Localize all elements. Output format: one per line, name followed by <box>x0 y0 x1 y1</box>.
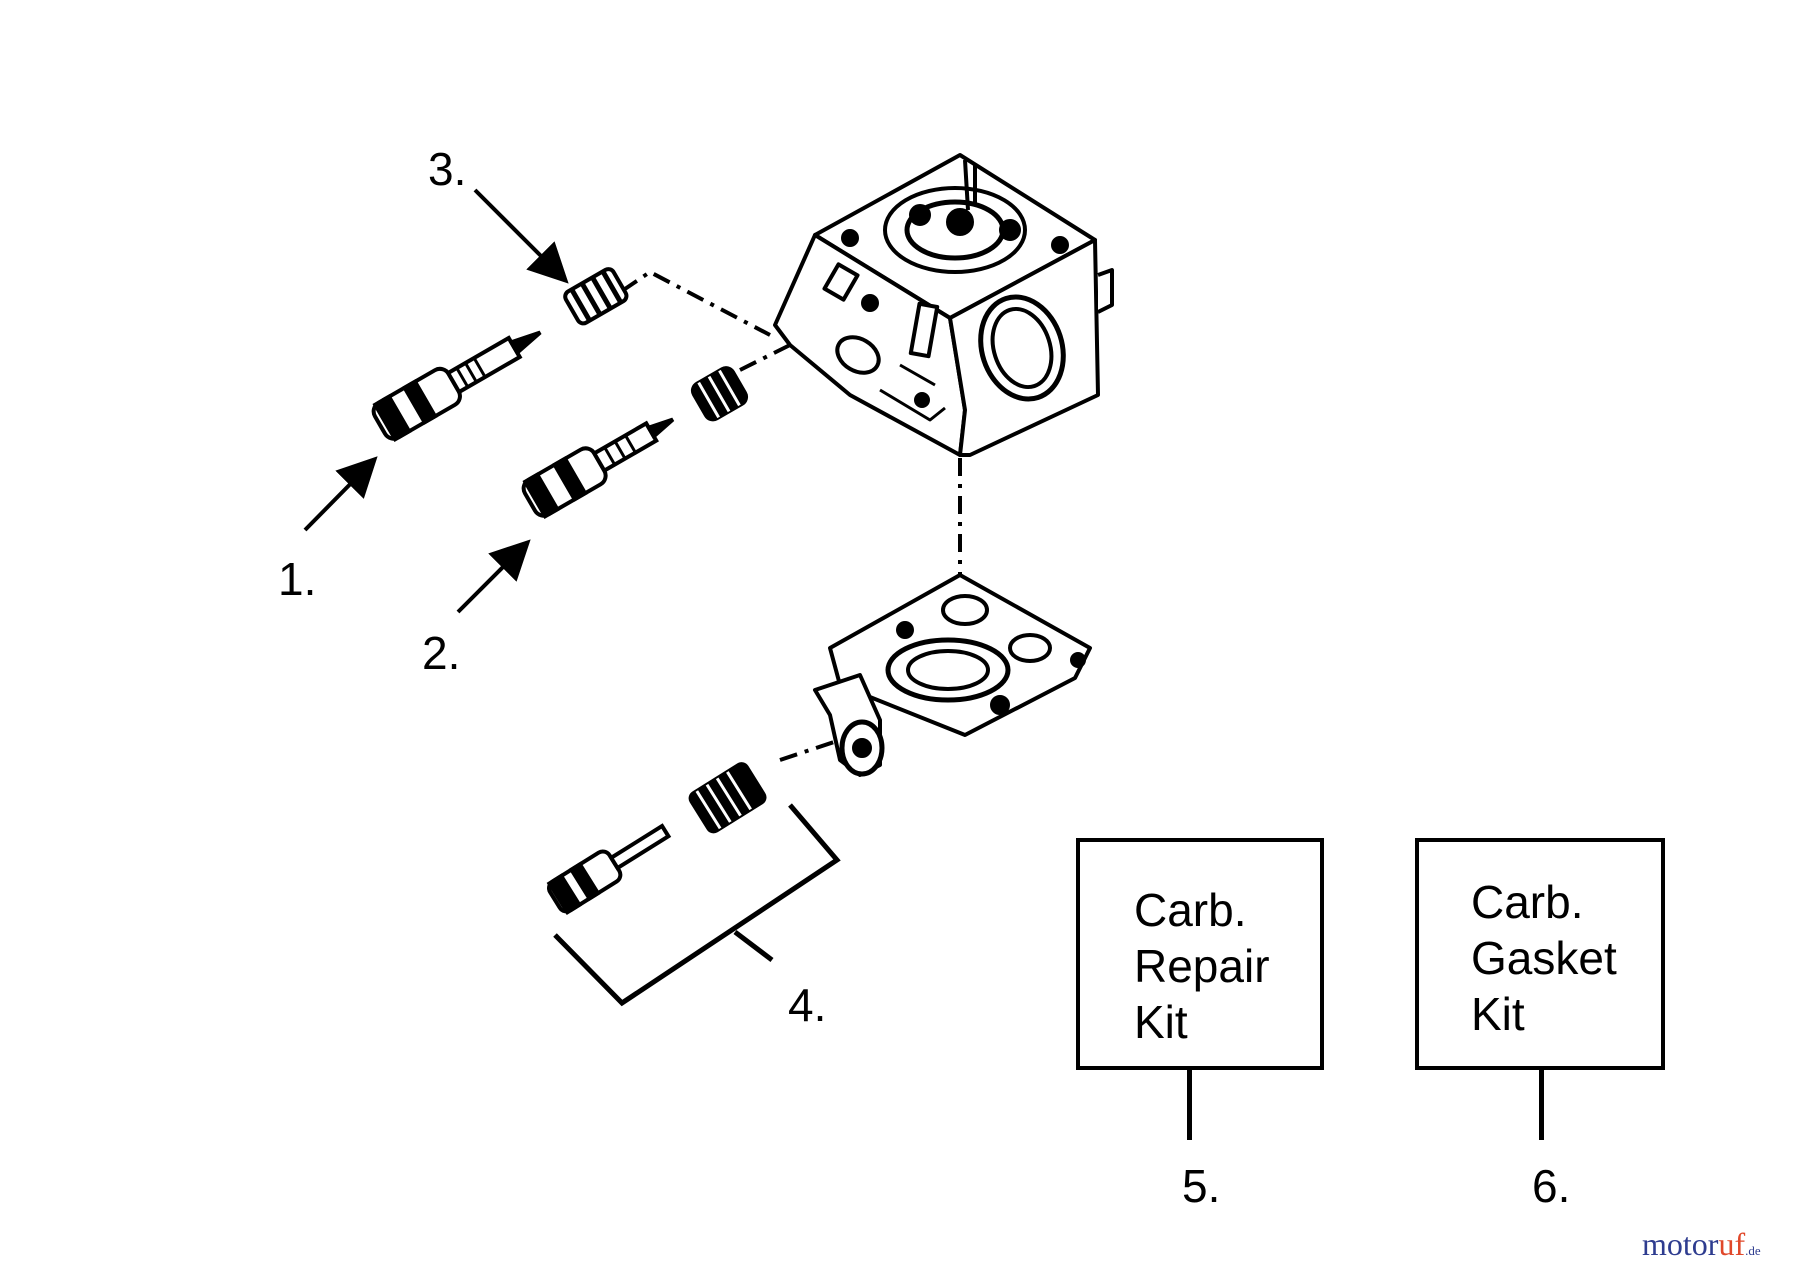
arrow-3 <box>473 188 569 284</box>
callout-1: 1. <box>278 553 317 605</box>
callout-6: 6. <box>1532 1160 1571 1212</box>
arrow-2 <box>456 539 531 614</box>
repair-kit-line-1: Carb. <box>1134 884 1247 936</box>
repair-kit-line-3: Kit <box>1134 996 1188 1048</box>
callout-4: 4. <box>788 979 827 1031</box>
needle-spring-upper <box>563 267 629 326</box>
arrow-1 <box>303 456 378 532</box>
assembly-center-lines <box>620 269 962 762</box>
repair-kit-line-2: Repair <box>1134 940 1270 992</box>
carb-repair-kit-box: Carb. Repair Kit <box>1076 838 1324 1070</box>
callout-5: 5. <box>1182 1160 1221 1212</box>
carburetor-diaphragm-cover <box>813 573 1092 777</box>
watermark-part-1: motor <box>1642 1226 1719 1262</box>
adjusting-needle-high <box>371 330 542 443</box>
callout-2: 2. <box>422 627 461 679</box>
gasket-kit-leader-line <box>1539 1070 1544 1140</box>
watermark-logo: motoruf.de <box>1642 1226 1761 1263</box>
gasket-kit-line-1: Carb. <box>1471 876 1584 928</box>
carb-gasket-kit-box: Carb. Gasket Kit <box>1415 838 1665 1070</box>
watermark-part-2: uf <box>1718 1226 1746 1262</box>
gasket-kit-line-3: Kit <box>1471 988 1525 1040</box>
gasket-kit-line-2: Gasket <box>1471 932 1617 984</box>
carburetor-body <box>773 153 1114 457</box>
bracket-4 <box>553 803 841 1007</box>
repair-kit-leader-line <box>1187 1070 1192 1140</box>
leader-arrows <box>303 188 569 614</box>
watermark-part-3: .de <box>1745 1243 1761 1258</box>
adjusting-needle-low <box>521 366 749 520</box>
idle-speed-screw <box>546 762 767 916</box>
callout-3: 3. <box>428 143 467 195</box>
